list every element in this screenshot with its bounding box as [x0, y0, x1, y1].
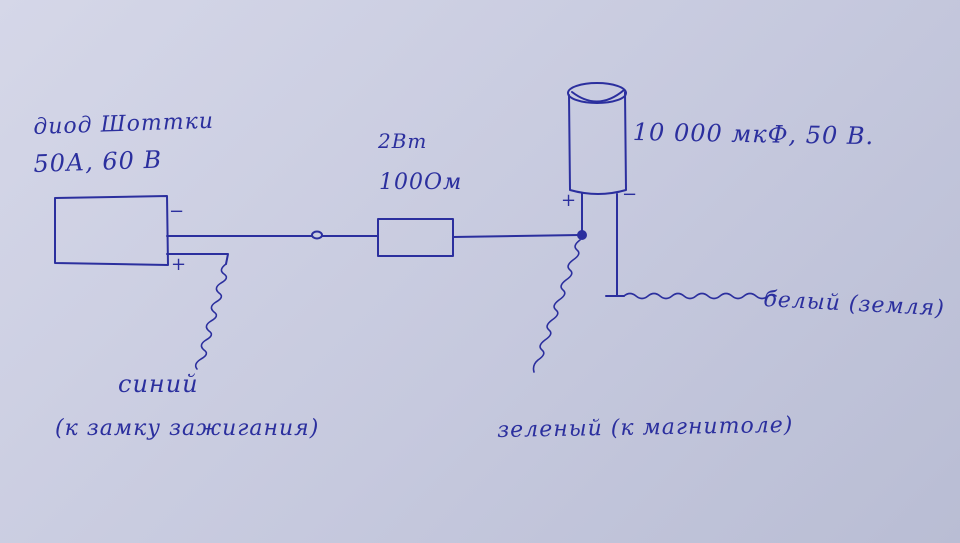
diode-plus-sign: +	[171, 254, 188, 275]
diode-body	[54, 195, 169, 266]
blue-ignition-wire	[194, 263, 228, 370]
capacitor-plus-sign: +	[561, 190, 578, 211]
resistor-power-label: 2Вт	[378, 129, 428, 153]
wire-junction-loop	[311, 230, 323, 240]
capacitor-top-hatch	[571, 89, 625, 103]
blue-wire-color-label: синий	[118, 370, 199, 398]
green-wire-label: зеленый (к магнитоле)	[496, 412, 794, 443]
capacitor-minus-sign: −	[622, 184, 639, 205]
blue-wire-destination-label: (к замку зажигания)	[55, 416, 320, 441]
capacitor-top	[567, 82, 627, 104]
capacitor-body	[568, 91, 627, 195]
resistor-value-label: 100Ом	[379, 170, 463, 195]
diode-rating-label: 50А, 60 В	[32, 145, 163, 178]
diode-plus-lead	[166, 253, 229, 265]
green-radio-wire	[532, 239, 581, 373]
resistor-body	[377, 218, 454, 257]
capacitor-rating-label: 10 000 мкФ, 50 В.	[632, 118, 875, 151]
wire-resistor-to-node	[452, 234, 581, 238]
white-ground-wire	[623, 292, 777, 300]
diode-minus-sign: −	[169, 201, 186, 222]
